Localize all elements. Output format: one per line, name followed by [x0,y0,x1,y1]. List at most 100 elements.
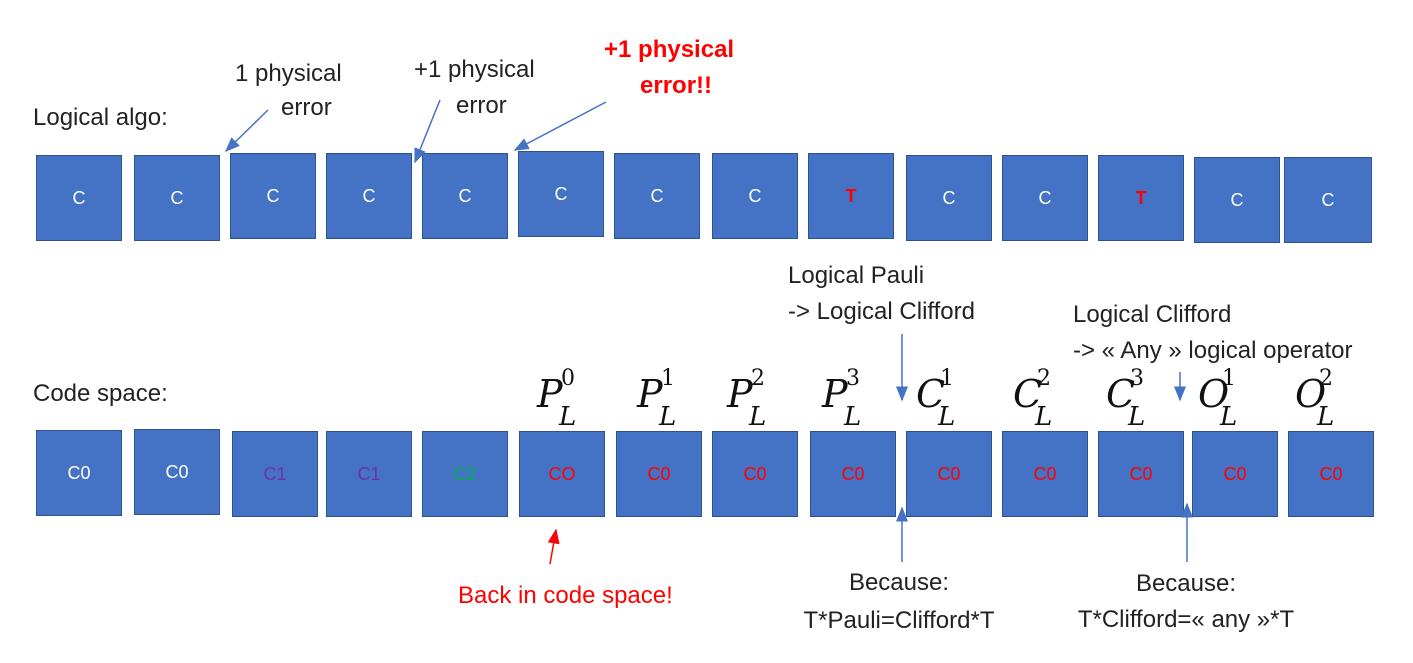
error-1-arrow [224,109,269,153]
error-annotation-2: +1 physical error [414,56,535,120]
logical-box-11: C [1002,155,1088,241]
error-3-line1: +1 physical [604,36,735,63]
error-3-line2: error!! [640,72,713,99]
logical-box-label: T [1135,187,1147,208]
operator-base: P [727,372,753,416]
code-box-14: C0 [1288,431,1374,517]
pauli-line1: Logical Pauli [788,262,925,289]
logical-box-6: C [518,151,604,237]
because-2-line2: T*Clifford=« any »*T [1077,606,1295,633]
logical-box-label: C [362,185,376,206]
logical-box-label: C [554,183,568,204]
logical-box-5: C [422,153,508,239]
because-1-line2: T*Pauli=Clifford*T [803,607,995,634]
logical-box-10: C [906,155,992,241]
code-box-7: C0 [616,431,702,517]
operator-base: O [1295,372,1327,416]
logical-box-4: C [326,153,412,239]
operator-base: C [1013,372,1043,416]
code-box-5: C2 [422,431,508,517]
back-in-code-space-note: Back in code space! [458,582,673,609]
because-2-annotation: Because: T*Clifford=« any »*T [1056,566,1316,638]
operator-superscript: 3 [1130,366,1144,391]
code-box-label: C0 [743,463,767,484]
operator-superscript: 2 [1037,366,1051,391]
operator-base: P [822,372,848,416]
error-1-line2: error [281,94,332,121]
logical-box-label: C [266,185,280,206]
code-box-13: C0 [1192,431,1278,517]
code-box-11: C0 [1002,431,1088,517]
code-box-6: CO [519,431,605,517]
operator-superscript: 2 [1319,366,1333,391]
logical-box-9: T [808,153,894,239]
error-2-line2: error [456,92,507,119]
pauli-annotation: Logical Pauli -> Logical Clifford [788,258,975,330]
error-2-arrow [414,99,441,164]
operator-base: P [637,372,663,416]
operator-subscript: L [559,402,577,432]
code-box-2: C0 [134,429,220,515]
operator-base: P [537,372,563,416]
logical-box-label: T [845,185,857,206]
logical-box-label: C [72,187,86,208]
logical-box-label: C [650,185,664,206]
logical-box-label: C [942,187,956,208]
code-box-label: C1 [263,463,287,484]
operator-subscript: L [1128,402,1146,432]
operator-base: C [1106,372,1136,416]
code-box-4: C1 [326,431,412,517]
operator-superscript: 1 [940,366,954,391]
operator-superscript: 1 [1222,366,1236,391]
logical-box-1: C [36,155,122,241]
operator-superscript: 1 [661,366,675,391]
back-arrow [547,528,560,565]
clifford-line1: Logical Clifford [1073,301,1232,328]
logical-box-label: C [748,185,762,206]
code-box-label: C0 [841,463,865,484]
logical-box-label: C [458,185,472,206]
operator-superscript: 3 [846,366,860,391]
logical-box-13: C [1194,157,1280,243]
operator-subscript: L [1317,402,1335,432]
operator-subscript: L [659,402,677,432]
logical-box-12: T [1098,155,1184,241]
logical-box-label: C [170,187,184,208]
code-box-label: C0 [165,461,189,482]
code-space-label: Code space: [33,380,168,407]
code-box-label: C0 [1129,463,1153,484]
code-box-label: C0 [1033,463,1057,484]
code-box-label: C1 [357,463,381,484]
because-1-line1: Because: [848,569,950,596]
code-box-label: C0 [647,463,671,484]
operator-subscript: L [844,402,862,432]
because-2-line1: Because: [1135,570,1237,597]
operator-superscript: 0 [561,366,575,391]
error-3-arrow [513,101,607,151]
code-box-3: C1 [232,431,318,517]
code-box-label: C2 [453,463,477,484]
code-box-1: C0 [36,430,122,516]
code-box-label: C0 [1223,463,1247,484]
error-annotation-1: 1 physical error [235,60,342,122]
error-2-line1: +1 physical [414,56,535,83]
logical-box-label: C [1038,187,1052,208]
clifford-annotation: Logical Clifford -> « Any » logical oper… [1073,297,1353,369]
code-box-label: CO [548,463,576,484]
logical-box-label: C [1230,189,1244,210]
because-1-annotation: Because: T*Pauli=Clifford*T [784,564,1014,640]
logical-box-label: C [1321,189,1335,210]
logical-box-14: C [1284,157,1372,243]
operator-subscript: L [1220,402,1238,432]
operator-superscript: 2 [751,366,765,391]
code-box-label: C0 [67,462,91,483]
